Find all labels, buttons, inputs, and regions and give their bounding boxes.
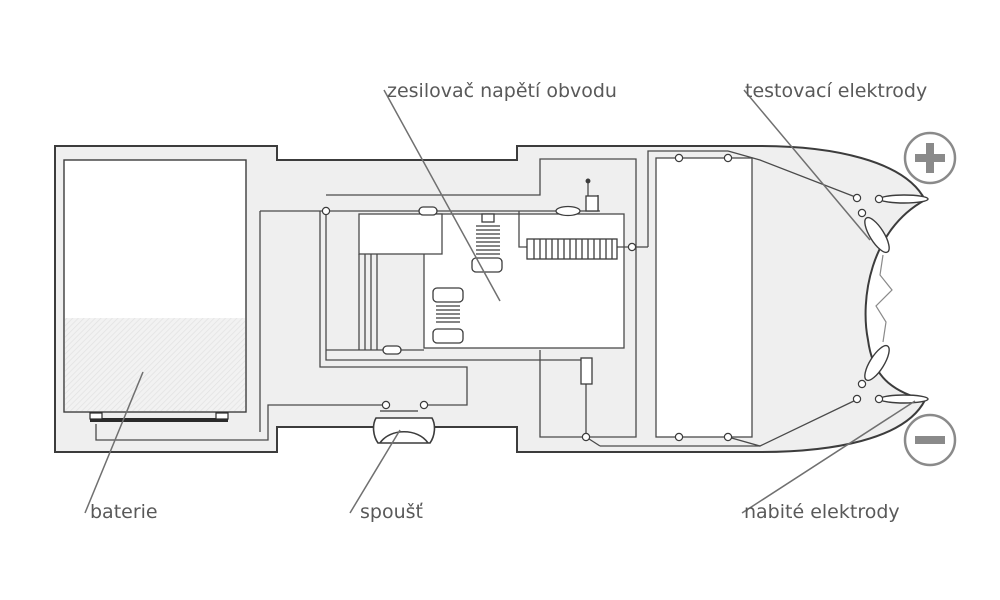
test-electrodes-label: testovací elektrody — [745, 80, 928, 102]
trigger-label: spoušť — [360, 501, 423, 523]
junction-dots — [321, 153, 884, 442]
plus-icon — [903, 131, 957, 185]
charged-electrodes-label: nabité elektrody — [744, 501, 900, 523]
amplifier-circuit — [326, 158, 648, 438]
capacitor-block — [585, 150, 859, 447]
battery — [63, 159, 247, 422]
minus-icon — [903, 413, 957, 467]
amplifier-label: zesilovač napětí obvodu — [387, 80, 617, 102]
battery-label: baterie — [90, 501, 158, 523]
trigger — [372, 410, 436, 444]
electrodes — [864, 194, 929, 404]
leader-lines — [84, 89, 916, 514]
wiring — [95, 210, 587, 441]
transformer — [432, 213, 503, 344]
components — [382, 178, 618, 385]
